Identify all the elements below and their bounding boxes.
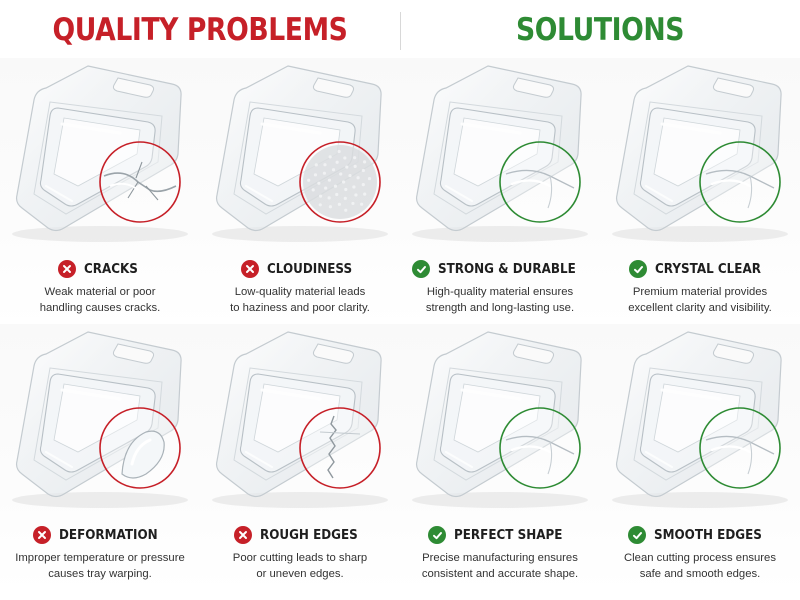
- quality-magnifier: [499, 141, 581, 223]
- solution-card-perfect-shape: PERFECT SHAPE Precise manufacturing ensu…: [400, 324, 600, 594]
- defect-magnifier: [99, 407, 181, 489]
- problem-card-rough-edges: ROUGH EDGES Poor cutting leads to sharp …: [200, 324, 400, 594]
- x-circle-icon: [57, 260, 76, 278]
- blister-tray-illustration: [412, 331, 588, 508]
- card-description: Premium material provides excellent clar…: [628, 286, 772, 314]
- heading-divider: [400, 12, 401, 50]
- card-description: Low-quality material leads to haziness a…: [230, 286, 370, 314]
- problem-card-cloudiness: CLOUDINESS Low-quality material leads to…: [200, 58, 400, 328]
- blister-tray-illustration: [12, 65, 188, 242]
- problems-heading: QUALITY PROBLEMS: [52, 12, 348, 48]
- card-label: PERFECT SHAPE: [454, 527, 563, 543]
- card-label: STRONG & DURABLE: [438, 261, 576, 277]
- defect-magnifier: [299, 141, 381, 223]
- check-circle-icon: [629, 260, 648, 278]
- card-label: CRYSTAL CLEAR: [655, 261, 762, 277]
- tray-body: [612, 65, 788, 242]
- card-description: Clean cutting process ensures safe and s…: [624, 552, 776, 580]
- blister-tray-illustration: [12, 331, 188, 508]
- tray-body: [212, 65, 388, 242]
- blister-tray-illustration: [412, 65, 588, 242]
- defect-magnifier: [299, 407, 381, 489]
- solution-card-strong-durable: STRONG & DURABLE High-quality material e…: [400, 58, 600, 328]
- card-label: CRACKS: [83, 261, 138, 277]
- tray-body: [212, 331, 388, 508]
- card-description: Poor cutting leads to sharp or uneven ed…: [232, 552, 368, 580]
- blister-tray-illustration: [212, 65, 388, 242]
- check-circle-icon: [412, 260, 431, 278]
- card-label: ROUGH EDGES: [259, 527, 358, 543]
- x-circle-icon: [33, 526, 52, 544]
- check-circle-icon: [628, 526, 647, 544]
- tray-body: [412, 65, 588, 242]
- tray-body: [612, 331, 788, 508]
- check-circle-icon: [428, 526, 447, 544]
- quality-magnifier: [699, 407, 781, 489]
- card-description: Precise manufacturing ensures consistent…: [421, 552, 579, 580]
- solutions-heading: SOLUTIONS: [516, 12, 684, 48]
- quality-magnifier: [699, 141, 781, 223]
- solution-card-crystal-clear: CRYSTAL CLEAR Premium material provides …: [600, 58, 800, 328]
- blister-tray-illustration: [612, 65, 788, 242]
- card-label: CLOUDINESS: [266, 261, 352, 277]
- tray-body: [12, 331, 188, 508]
- tray-body: [412, 331, 588, 508]
- defect-magnifier: [99, 141, 181, 223]
- tray-body: [12, 65, 188, 242]
- x-circle-icon: [233, 526, 252, 544]
- card-description: Weak material or poor handling causes cr…: [39, 286, 161, 314]
- card-label: SMOOTH EDGES: [654, 527, 763, 543]
- blister-tray-illustration: [212, 331, 388, 508]
- quality-magnifier: [499, 407, 581, 489]
- card-description: Improper temperature or pressure causes …: [15, 552, 185, 580]
- blister-tray-illustration: [612, 331, 788, 508]
- solution-card-smooth-edges: SMOOTH EDGES Clean cutting process ensur…: [600, 324, 800, 594]
- x-circle-icon: [240, 260, 259, 278]
- card-description: High-quality material ensures strength a…: [425, 286, 575, 314]
- problem-card-cracks: CRACKS Weak material or poor handling ca…: [0, 58, 200, 328]
- problem-card-deformation: DEFORMATION Improper temperature or pres…: [0, 324, 200, 594]
- card-label: DEFORMATION: [59, 527, 159, 543]
